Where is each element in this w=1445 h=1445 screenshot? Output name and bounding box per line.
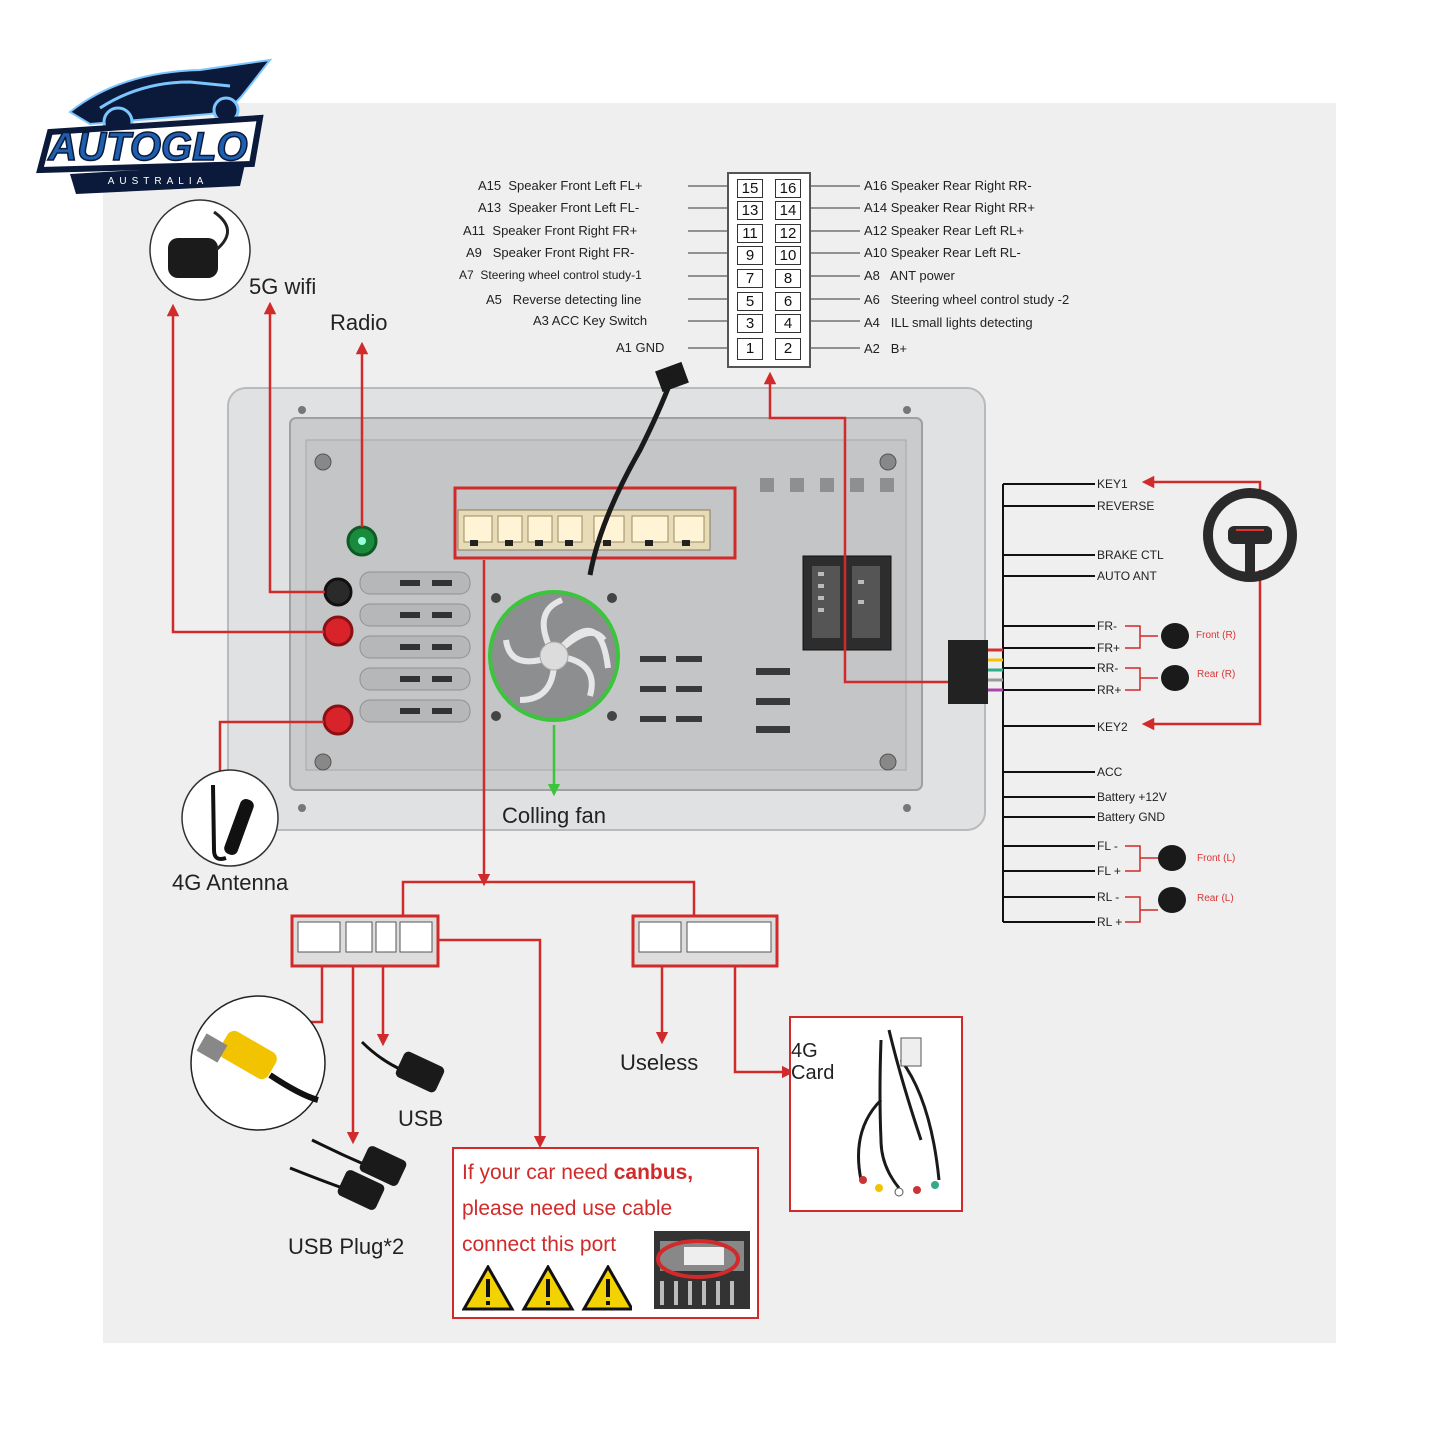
pin-label-a16: A16 Speaker Rear Right RR- [864, 178, 1032, 193]
4g-antenna-icon [181, 769, 279, 867]
pin-label-a7: A7 Steering wheel control study-1 [459, 268, 642, 282]
pin-label-a1: A1 GND [616, 340, 665, 355]
harness-fr-minus: FR- [1097, 619, 1117, 633]
harness-brake: BRAKE CTL [1097, 548, 1164, 562]
wire-harness [1002, 483, 1095, 923]
harness-reverse: REVERSE [1097, 499, 1155, 513]
pin-13: 13 [737, 201, 763, 220]
pin-10: 10 [775, 246, 801, 265]
wifi-label: 5G wifi [249, 274, 317, 299]
usb-plug-label: USB Plug*2 [288, 1234, 405, 1259]
pin-14: 14 [775, 201, 801, 220]
rca-camera-icon [190, 995, 326, 1131]
pin-label-a10: A10 Speaker Rear Left RL- [864, 245, 1021, 260]
pin-label-a14: A14 Speaker Rear Right RR+ [864, 200, 1035, 215]
pin-3: 3 [737, 314, 763, 333]
pin-16: 16 [775, 179, 801, 198]
harness-rr-plus: RR+ [1097, 683, 1122, 697]
pin-9: 9 [737, 246, 763, 265]
harness-acc: ACC [1097, 765, 1123, 779]
pin-label-a8: A8 ANT power [864, 268, 955, 283]
head-unit [227, 387, 986, 831]
speaker-rear-r: Rear (R) [1197, 669, 1236, 680]
pin-label-a2: A2 B+ [864, 341, 908, 356]
warning-icon [521, 1265, 575, 1311]
pin-12: 12 [775, 224, 801, 243]
harness-fl-plus: FL + [1097, 864, 1121, 878]
radio-label: Radio [330, 310, 388, 335]
pin-5: 5 [737, 292, 763, 311]
pin-label-a12: A12 Speaker Rear Left RL+ [864, 223, 1025, 238]
card4g-line2: Card [791, 1062, 835, 1084]
4g-card-plug [631, 914, 779, 968]
canbus-port-photo [654, 1231, 750, 1309]
harness-key1: KEY1 [1097, 477, 1128, 491]
4g-card-cable-overlay [857, 1029, 941, 1197]
pin-label-a9: A9 Speaker Front Right FR- [466, 245, 635, 260]
harness-key2: KEY2 [1097, 720, 1128, 734]
speaker-rear-l: Rear (L) [1197, 893, 1234, 904]
pin-label-a13: A13 Speaker Front Left FL- [478, 200, 640, 215]
speaker-front-r: Front (R) [1196, 630, 1236, 641]
pin-15: 15 [737, 179, 763, 198]
harness-fr-plus: FR+ [1097, 641, 1121, 655]
autoglo-logo: AUTOGLO AUSTRALIA [30, 52, 275, 222]
harness-fl-minus: FL - [1097, 839, 1118, 853]
usb-plug-icon [289, 1138, 407, 1210]
card4g-line1: 4G [791, 1040, 818, 1062]
canbus-line3: connect this port [462, 1233, 617, 1256]
fan-label: Colling fan [502, 803, 606, 828]
canbus-note: If your car need canbus, please need use… [452, 1147, 759, 1319]
pin-label-a6: A6 Steering wheel control study -2 [864, 292, 1070, 307]
warning-icon [462, 1265, 515, 1311]
pin-label-a5: A5 Reverse detecting line [486, 292, 642, 307]
canbus-line2: please need use cable [462, 1197, 673, 1220]
speaker-icons [1158, 623, 1189, 913]
pin-1: 1 [737, 338, 763, 360]
usb-av-plug [290, 914, 440, 968]
4g-card-box: 4G Card [789, 1016, 963, 1212]
pin-7: 7 [737, 269, 763, 288]
speaker-front-l: Front (L) [1197, 853, 1236, 864]
harness-battery-gnd: Battery GND [1097, 810, 1166, 824]
brand-name: AUTOGLO [47, 125, 247, 169]
warning-icon [581, 1265, 632, 1311]
antenna-4g-label: 4G Antenna [172, 870, 289, 895]
usb-label: USB [398, 1106, 444, 1131]
connector-cable [587, 377, 675, 576]
pin-label-a11: A11 Speaker Front Right FR+ [463, 223, 638, 238]
harness-rl-minus: RL - [1097, 890, 1120, 904]
canbus-line1: If your car need canbus, [462, 1161, 694, 1184]
wifi-antenna-icon [149, 199, 251, 301]
pin-label-a15: A15 Speaker Front Left FL+ [478, 178, 643, 193]
pin-label-a4: A4 ILL small lights detecting [864, 315, 1033, 330]
steering-wheel-icon [1203, 488, 1297, 582]
useless-label: Useless [620, 1050, 699, 1075]
harness-rr-minus: RR- [1097, 661, 1119, 675]
harness-rl-plus: RL + [1097, 915, 1123, 929]
warning-icons [462, 1265, 632, 1311]
pin-6: 6 [775, 292, 801, 311]
iso-plug [948, 640, 988, 704]
pin-2: 2 [775, 338, 801, 360]
harness-battery12v: Battery +12V [1097, 790, 1167, 804]
pin-label-a3: A3 ACC Key Switch [533, 313, 648, 328]
pin-11: 11 [737, 224, 763, 243]
pin-8: 8 [775, 269, 801, 288]
harness-auto-ant: AUTO ANT [1097, 569, 1157, 583]
pin-4: 4 [775, 314, 801, 333]
brand-sub: AUSTRALIA [108, 176, 209, 187]
connector-pin-box: 15 16 13 14 11 12 9 10 7 8 5 6 3 4 1 2 [727, 172, 811, 368]
usb-icon [360, 1040, 445, 1093]
